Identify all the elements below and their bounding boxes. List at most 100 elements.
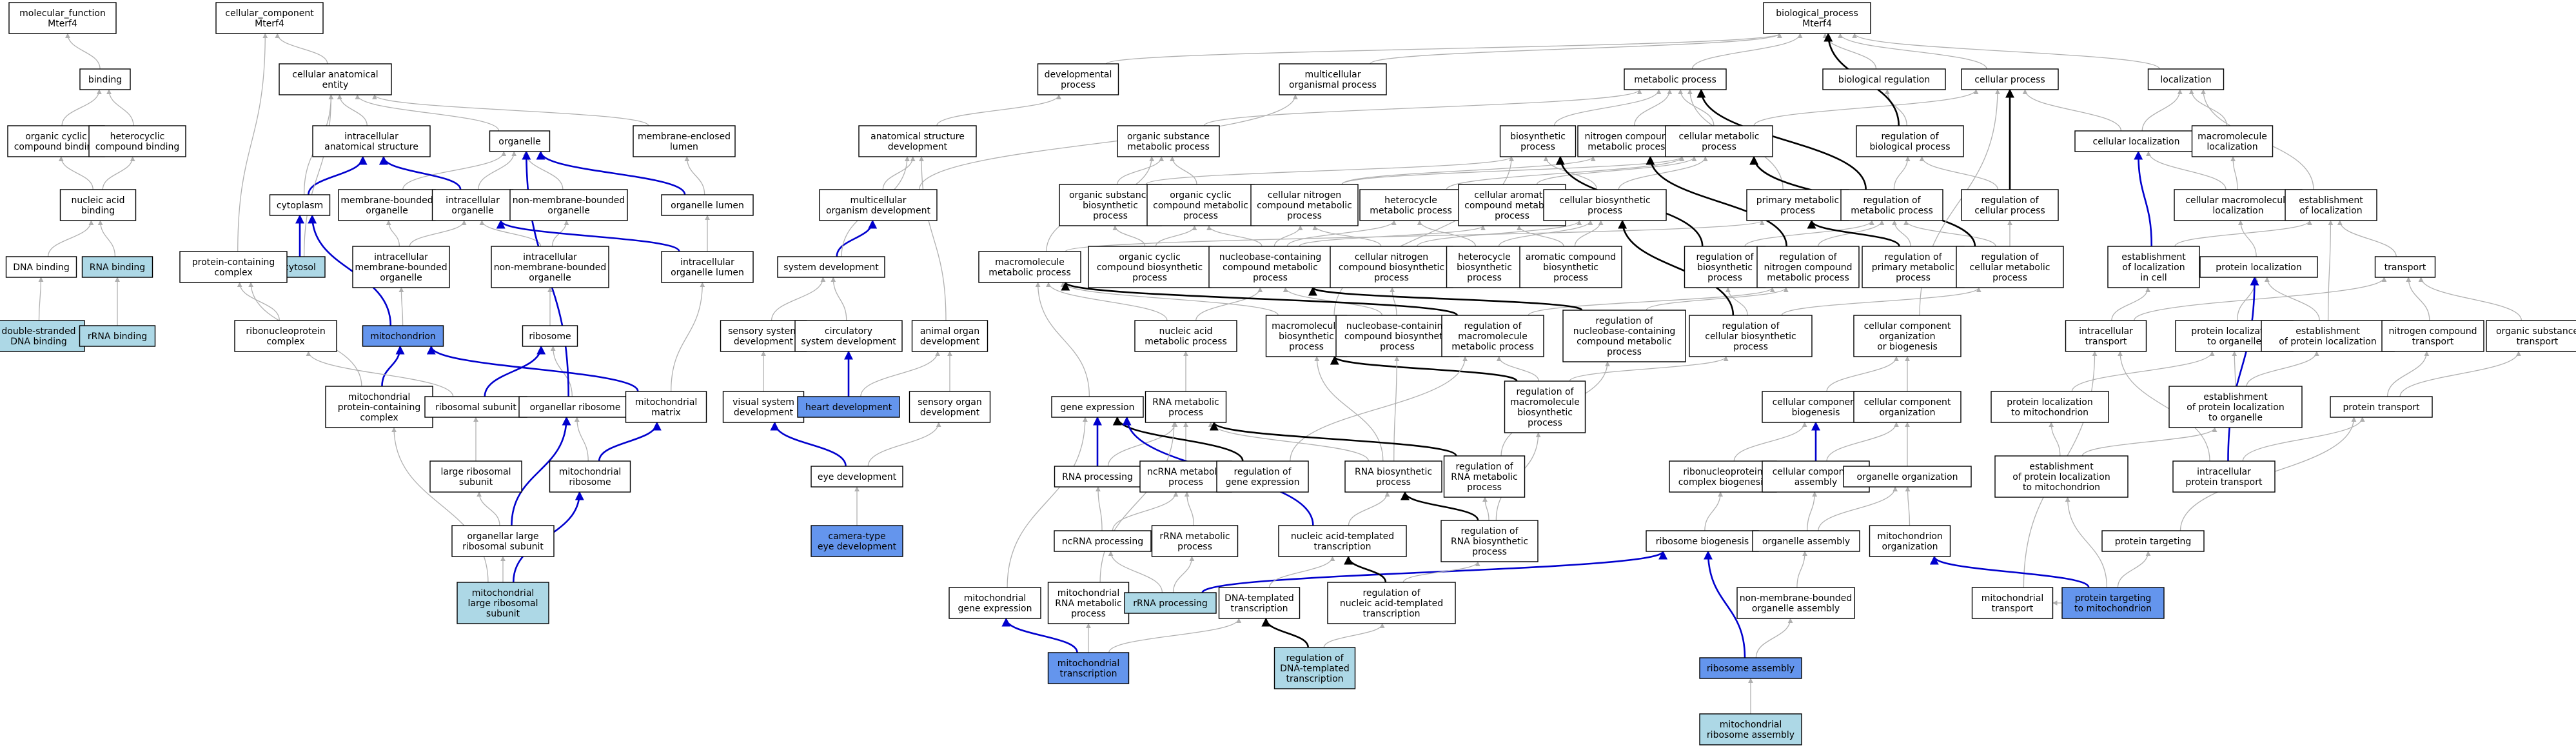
go-term-node-gene-expr[interactable]: gene expression [1051, 396, 1144, 418]
go-term-node-cytoplasm[interactable]: cytoplasm [269, 194, 331, 216]
go-term-node-transport[interactable]: transport [2374, 256, 2436, 278]
go-term-node-binding[interactable]: binding [79, 68, 131, 90]
go-term-node-dna-binding[interactable]: DNA binding [5, 256, 77, 278]
go-term-node-reg-nccmp[interactable]: regulation ofnucleobase-containingcompou… [1562, 310, 1686, 362]
go-term-node-rna-proc[interactable]: RNA processing [1054, 466, 1141, 488]
go-term-node-met-proc[interactable]: metabolic process [1624, 68, 1727, 90]
go-term-node-reg-mbp[interactable]: regulation ofmacromoleculebiosyntheticpr… [1504, 380, 1586, 433]
go-term-node-org-assembly[interactable]: organelle assembly [1752, 530, 1860, 552]
go-term-node-org-ribosome[interactable]: organellar ribosome [518, 396, 632, 418]
go-term-node-eye-dev[interactable]: eye development [811, 466, 903, 488]
go-term-node-bio-reg[interactable]: biological regulation [1822, 68, 1946, 90]
go-term-node-prot-loc[interactable]: protein localization [2199, 256, 2318, 278]
go-term-node-ol[interactable]: organelle lumen [661, 194, 754, 216]
go-term-node-rib-subunit[interactable]: ribosomal subunit [424, 396, 527, 418]
go-term-node-organelle[interactable]: organelle [489, 130, 551, 152]
go-term-node-rna-binding[interactable]: RNA binding [81, 256, 153, 278]
go-term-node-rib-assembly[interactable]: ribosome assembly [1699, 657, 1802, 679]
go-term-node-rrna-binding[interactable]: rRNA binding [79, 325, 156, 347]
go-term-node-localization[interactable]: localization [2147, 68, 2225, 90]
go-term-node-cell-proc[interactable]: cellular process [1961, 68, 2059, 90]
go-term-node-inmbo[interactable]: intracellularnon-membrane-boundedorganel… [491, 246, 609, 288]
go-term-node-org-org[interactable]: organelle organization [1843, 466, 1972, 488]
